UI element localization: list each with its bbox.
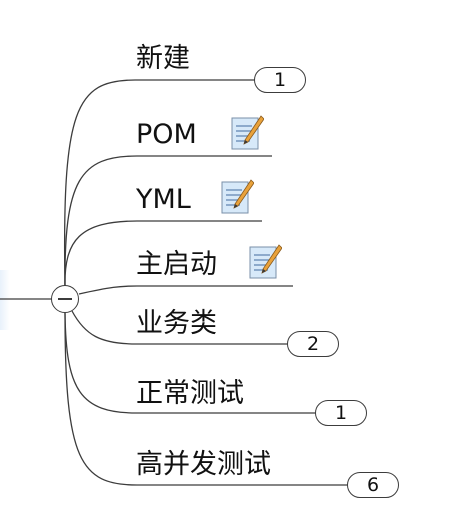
node-label-yewulei[interactable]: 业务类 bbox=[136, 308, 217, 339]
branch-line-yewulei bbox=[71, 310, 290, 345]
branch-line-gaobingfaceshi bbox=[64, 312, 349, 486]
child-count-badge[interactable]: 1 bbox=[315, 400, 367, 426]
branch-line-zhengchangceshi bbox=[64, 312, 316, 414]
child-count-badge[interactable]: 2 bbox=[287, 331, 339, 357]
branch-line-yml bbox=[64, 220, 262, 288]
note-edit-icon[interactable] bbox=[230, 114, 264, 152]
minus-circle-icon[interactable] bbox=[51, 285, 79, 313]
note-edit-icon[interactable] bbox=[248, 243, 282, 281]
node-label-pom[interactable]: POM bbox=[136, 119, 197, 150]
child-count-badge[interactable]: 6 bbox=[347, 472, 399, 498]
node-label-gaobingfaceshi[interactable]: 高并发测试 bbox=[136, 449, 271, 480]
parent-node-edge bbox=[0, 270, 10, 330]
child-count-badge[interactable]: 1 bbox=[254, 67, 306, 93]
note-edit-icon[interactable] bbox=[220, 178, 254, 216]
branch-line-pom bbox=[64, 155, 272, 288]
branch-line-zhuqidong bbox=[78, 285, 293, 295]
node-label-yml[interactable]: YML bbox=[136, 184, 191, 215]
node-label-xinjian[interactable]: 新建 bbox=[136, 43, 190, 74]
branch-line-xinjian bbox=[63, 79, 262, 288]
node-label-zhuqidong[interactable]: 主启动 bbox=[136, 249, 217, 280]
node-label-zhengchangceshi[interactable]: 正常测试 bbox=[136, 378, 244, 409]
